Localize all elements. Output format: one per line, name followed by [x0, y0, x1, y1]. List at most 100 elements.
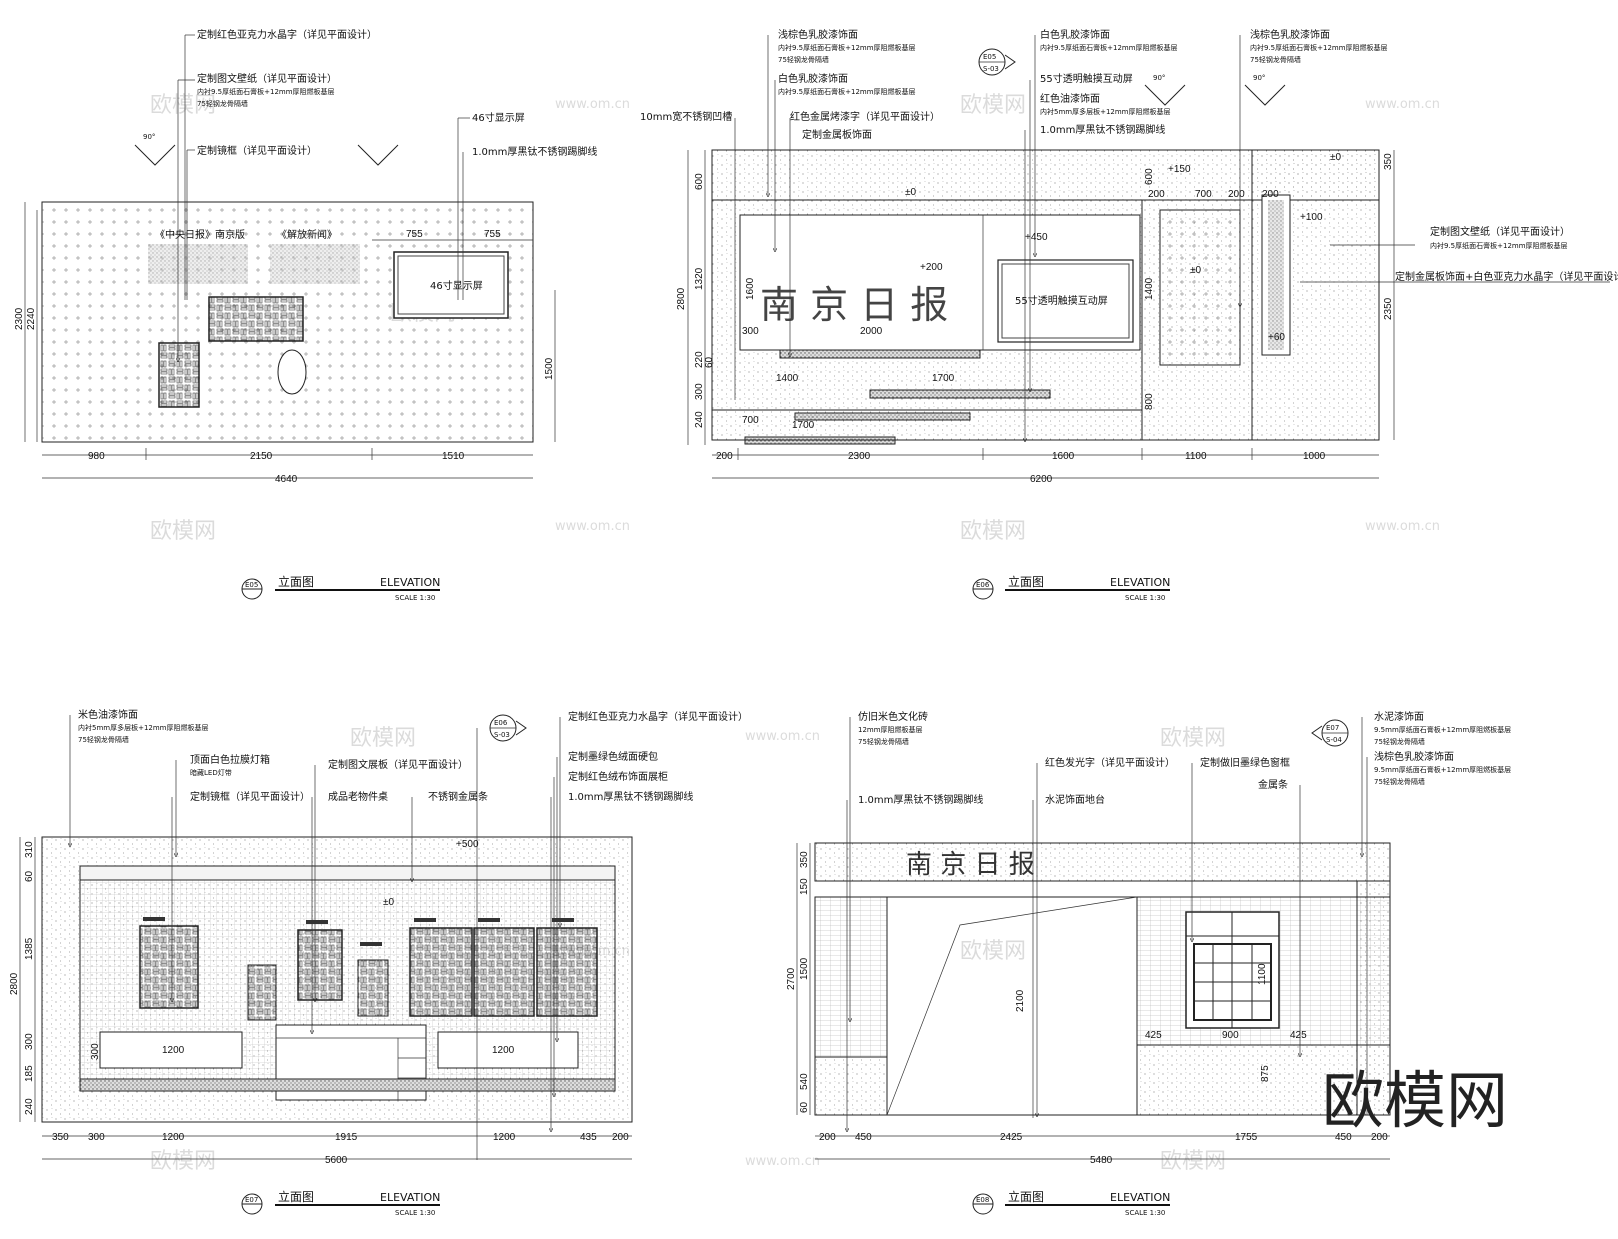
scale: SCALE 1:30	[1125, 1209, 1165, 1217]
dim-bottom: 200	[1371, 1132, 1388, 1143]
dim-bottom: 1600	[1052, 451, 1075, 462]
dim-left: 1385	[24, 937, 35, 960]
pillar-base	[814, 1056, 888, 1116]
frame-tall	[158, 342, 200, 408]
dim-left: 185	[24, 1065, 35, 1082]
dim-left: 2800	[676, 287, 687, 310]
dim-left: 240	[24, 1098, 35, 1115]
panel-frame	[297, 929, 343, 1001]
note: 内衬9.5厚纸面石膏板+12mm厚阻燃板基层	[197, 87, 335, 96]
note: 定制图文壁纸（详见平面设计）	[1430, 225, 1570, 238]
note: 定制图文壁纸（详见平面设计）	[197, 72, 337, 85]
note: 内衬9.5厚纸面石膏板+12mm厚阻燃板基层	[778, 43, 916, 52]
note: 定制红色绒布饰面展柜	[568, 770, 668, 783]
note: 内衬5mm厚多层板+12mm厚阻燃板基层	[1040, 107, 1171, 116]
ref-tag-bottom: S-03	[983, 65, 999, 73]
dim-right: 1500	[544, 357, 555, 380]
panel-frame	[536, 927, 598, 1017]
level: +500	[456, 839, 479, 850]
dim-bottom: 1755	[1235, 1132, 1258, 1143]
title-en: ELEVATION	[1110, 1191, 1170, 1204]
ref-tag-top: E05	[983, 53, 996, 61]
scale: SCALE 1:30	[395, 594, 435, 602]
elevation-e07: E06 S-03 米色油漆饰面 内衬5mm厚多层板+12mm厚阻燃板基层 75轻…	[9, 708, 748, 1217]
dim-bottom: 450	[855, 1132, 872, 1143]
sign-text: 南 京 日 报	[906, 850, 1035, 880]
angle-label: 90°	[1153, 74, 1165, 82]
ref-tag-top: E07	[1326, 724, 1339, 732]
note: 仿旧米色文化砖	[858, 710, 928, 723]
watermark: 欧模网	[150, 1149, 216, 1174]
panel-frame	[247, 964, 277, 1021]
dim-left: 540	[799, 1073, 810, 1090]
watermark: 欧模网	[150, 93, 216, 118]
note: 定制镜框（详见平面设计）	[197, 144, 317, 157]
dim-bottom: 1000	[1303, 451, 1326, 462]
dim-bottom: 1510	[442, 451, 465, 462]
panel-frame	[139, 925, 199, 1009]
label-jiefang: 《解放新闻》	[277, 228, 337, 241]
step	[779, 349, 981, 359]
dim-total: 6200	[1030, 474, 1053, 485]
note: 1.0mm厚黑钛不锈钢踢脚线	[568, 790, 693, 803]
dim-left: 60	[799, 1101, 810, 1113]
dim-inner: 1200	[162, 1045, 185, 1056]
dim-bottom: 435	[580, 1132, 597, 1143]
note: 9.5mm厚纸面石膏板+12mm厚阻燃板基层	[1374, 725, 1511, 734]
watermark: 欧模网	[1160, 726, 1226, 751]
level: ±0	[1330, 152, 1341, 163]
dim-right: 350	[1383, 153, 1394, 170]
poster-pattern	[148, 244, 248, 284]
note: 定制墨绿色绒面硬包	[568, 750, 658, 763]
dim-left: 350	[799, 851, 810, 868]
poster-pattern	[270, 244, 360, 284]
dim-bottom: 2300	[848, 451, 871, 462]
label-zhongyang: 《中央日报》南京版	[155, 228, 245, 241]
dim-inner: 200	[1148, 189, 1165, 200]
dim-inner: 1400	[1144, 277, 1155, 300]
scale: SCALE 1:30	[395, 1209, 435, 1217]
note: 定制金属板饰面	[802, 128, 872, 141]
dim-total: 5600	[325, 1155, 348, 1166]
note: 白色乳胶漆饰面	[778, 72, 848, 85]
title-en: ELEVATION	[380, 1191, 440, 1204]
note: 定制红色亚克力水晶字（详见平面设计）	[568, 710, 748, 723]
title-cn: 立面图	[1008, 1189, 1044, 1204]
display-screen	[393, 251, 509, 319]
frame-wide	[208, 296, 304, 342]
dim-inner: 1200	[492, 1045, 515, 1056]
dim-left: 60	[704, 356, 715, 368]
dim-bottom: 1100	[1185, 451, 1207, 462]
dim-inner: 1700	[932, 373, 955, 384]
dim-left: 310	[24, 841, 35, 858]
panel-frame	[409, 927, 473, 1017]
dim-bottom: 300	[88, 1132, 105, 1143]
title-en: ELEVATION	[1110, 576, 1170, 589]
dim-inner: 1100	[1257, 963, 1268, 985]
note: 1.0mm厚黑钛不锈钢踢脚线	[472, 145, 597, 158]
elevation-e05: 《中央日报》南京版 《解放新闻》 46寸显示屏 90° 定制红色亚克力水晶字（详…	[14, 28, 597, 602]
dim-bottom: 200	[612, 1132, 629, 1143]
baseboard	[79, 1078, 616, 1092]
dim-inner: 425	[1290, 1030, 1307, 1041]
dim-inner: 300	[742, 326, 759, 337]
note: 55寸透明触摸互动屏	[1040, 72, 1133, 85]
step	[869, 389, 1051, 399]
touch-screen	[997, 259, 1134, 343]
level: +200	[920, 262, 943, 273]
dim-left: 2700	[786, 967, 797, 990]
elevation-id: E06	[976, 581, 990, 589]
oval-frame	[277, 349, 307, 395]
dim-bottom: 1915	[335, 1132, 358, 1143]
angle-label: 90°	[143, 133, 155, 141]
note: 水泥饰面地台	[1045, 793, 1105, 806]
note: 不锈钢金属条	[428, 790, 488, 803]
dim-total: 4640	[275, 474, 298, 485]
display-screen-inner	[397, 255, 505, 315]
dim-inner: 1400	[776, 373, 799, 384]
dim-bottom: 1200	[162, 1132, 185, 1143]
note: 内衬5mm厚多层板+12mm厚阻燃板基层	[78, 723, 209, 732]
watermark-url: www.om.cn	[555, 519, 630, 534]
dim-inner: 875	[1260, 1065, 1271, 1082]
note: 成品老物件桌	[328, 790, 388, 803]
